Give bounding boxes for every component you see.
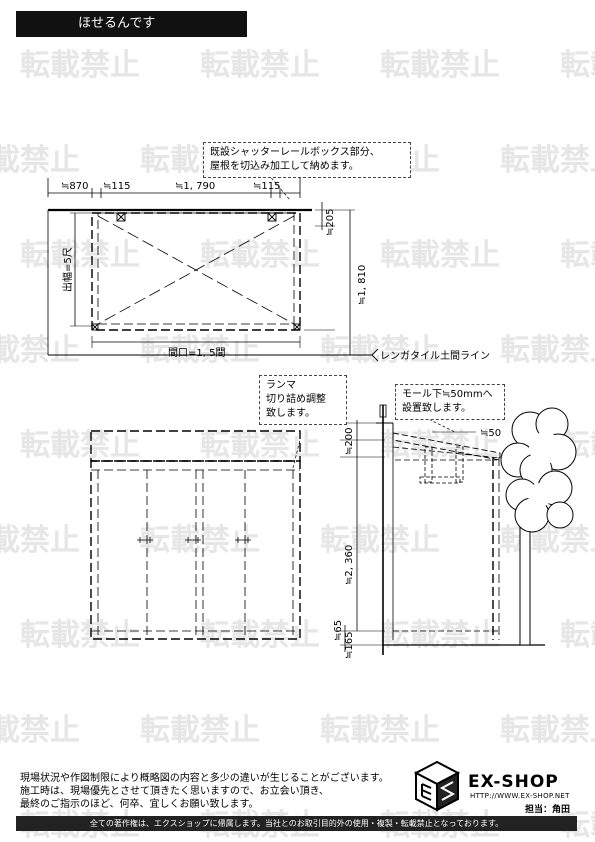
watermark-text: 転載禁止	[380, 238, 500, 273]
dim-115-right: ≒115	[253, 181, 280, 192]
plan-view-labels: ≒870 ≒115 ≒1, 790 ≒115 ≒205 ≒1, 810 出幅=5…	[61, 181, 490, 362]
brand-url: HTTP://WWW.EX-SHOP.NET	[470, 792, 570, 800]
watermark-text: 転載禁止	[0, 713, 80, 748]
dim-projection: 出幅=5尺	[61, 247, 74, 292]
footer-notes: 現場状況や作図制限により概略図の内容と多少の違いが生じることがございます。 施工…	[20, 772, 410, 811]
watermark-text: 転載禁止	[380, 428, 500, 463]
plan-callout-line-1: 既設シャッターレールボックス部分、	[210, 147, 380, 158]
watermark-text: 転載禁止	[500, 143, 595, 178]
watermark-text: 転載禁止	[140, 333, 260, 368]
watermark-text: 転載禁止	[320, 333, 440, 368]
watermark-text: 転載禁止	[320, 713, 440, 748]
dim-1790: ≒1, 790	[175, 181, 215, 192]
dim-1810: ≒1, 810	[357, 265, 368, 305]
side-callout-line-1: モール下≒50mmへ	[402, 389, 493, 400]
watermark-text: 転載禁止	[380, 618, 500, 653]
watermark-text: 転載禁止	[320, 523, 440, 558]
staff-label: 担当：角田	[525, 805, 571, 815]
watermark-text: 転載禁止	[0, 523, 80, 558]
dim-200: ≒200	[344, 428, 355, 455]
watermark-text: 転載禁止	[140, 523, 260, 558]
ground-line-label: レンガタイル土間ライン	[380, 349, 490, 362]
watermark-text: 転載禁止	[20, 618, 140, 653]
dim-50: ≒50	[480, 428, 501, 439]
page-title: ほせるんです	[16, 11, 247, 37]
dim-2360: ≒2, 360	[344, 545, 355, 585]
front-callout-line-3: 致します。	[266, 408, 315, 419]
side-callout: モール下≒50mmへ 設置致します。	[395, 384, 505, 420]
copyright-bar: 全ての著作権は、エクスショップに帰属します。当社とのお取引目的外の使用・複製・転…	[16, 816, 577, 831]
ex-shop-logo-icon	[414, 760, 460, 812]
footer-note-2: 施工時は、現場優先とさせて頂きたく思いますので、お立会い頂き、	[20, 786, 329, 797]
watermark-text: 転載禁止	[200, 48, 320, 83]
watermark-text: 転載禁止	[20, 48, 140, 83]
watermark-text: 転載禁止	[380, 48, 500, 83]
watermark-text: 転載禁止	[500, 523, 595, 558]
dim-870: ≒870	[61, 181, 88, 192]
side-callout-line-2: 設置致します。	[402, 403, 471, 414]
footer-note-3: 最終のご指示のほど、何卒、宜しくお願い致します。	[20, 799, 259, 810]
plan-callout-line-2: 屋根を切込み加工して納めます。	[210, 161, 359, 172]
watermark-text: 転載禁止	[500, 333, 595, 368]
dim-165: ≒165	[344, 632, 355, 659]
watermark-text: 転載禁止	[560, 238, 595, 273]
dim-frontage: 間口=1, 5間	[168, 347, 225, 359]
tree	[500, 407, 577, 646]
footer-note-1: 現場状況や作図制限により概略図の内容と多少の違いが生じることがございます。	[20, 773, 389, 784]
watermark-text: 転載禁止	[500, 713, 595, 748]
side-view	[330, 404, 545, 655]
watermark-text: 転載禁止	[560, 618, 595, 653]
watermark-text: 転載禁止	[20, 428, 140, 463]
watermark-text: 転載禁止	[0, 143, 80, 178]
front-callout-line-2: 切り詰め調整	[266, 394, 326, 405]
front-callout: ランマ 切り詰め調整 致します。	[259, 375, 347, 425]
front-callout-line-1: ランマ	[266, 380, 296, 391]
watermark-text: 転載禁止	[560, 48, 595, 83]
plan-callout: 既設シャッターレールボックス部分、 屋根を切込み加工して納めます。	[203, 142, 411, 178]
side-view-labels: ≒50 ≒200 ≒2, 360 ≒65 ≒165	[333, 428, 501, 659]
front-view	[90, 430, 301, 640]
watermark-text: 転載禁止	[0, 333, 80, 368]
plan-view	[47, 160, 379, 362]
watermark-text: 転載禁止	[140, 713, 260, 748]
brand-name: EX-SHOP	[468, 772, 559, 792]
dim-115-left: ≒115	[103, 181, 130, 192]
dim-65: ≒65	[333, 620, 344, 641]
watermark-text: 転載禁止	[20, 238, 140, 273]
dim-205: ≒205	[325, 209, 336, 236]
